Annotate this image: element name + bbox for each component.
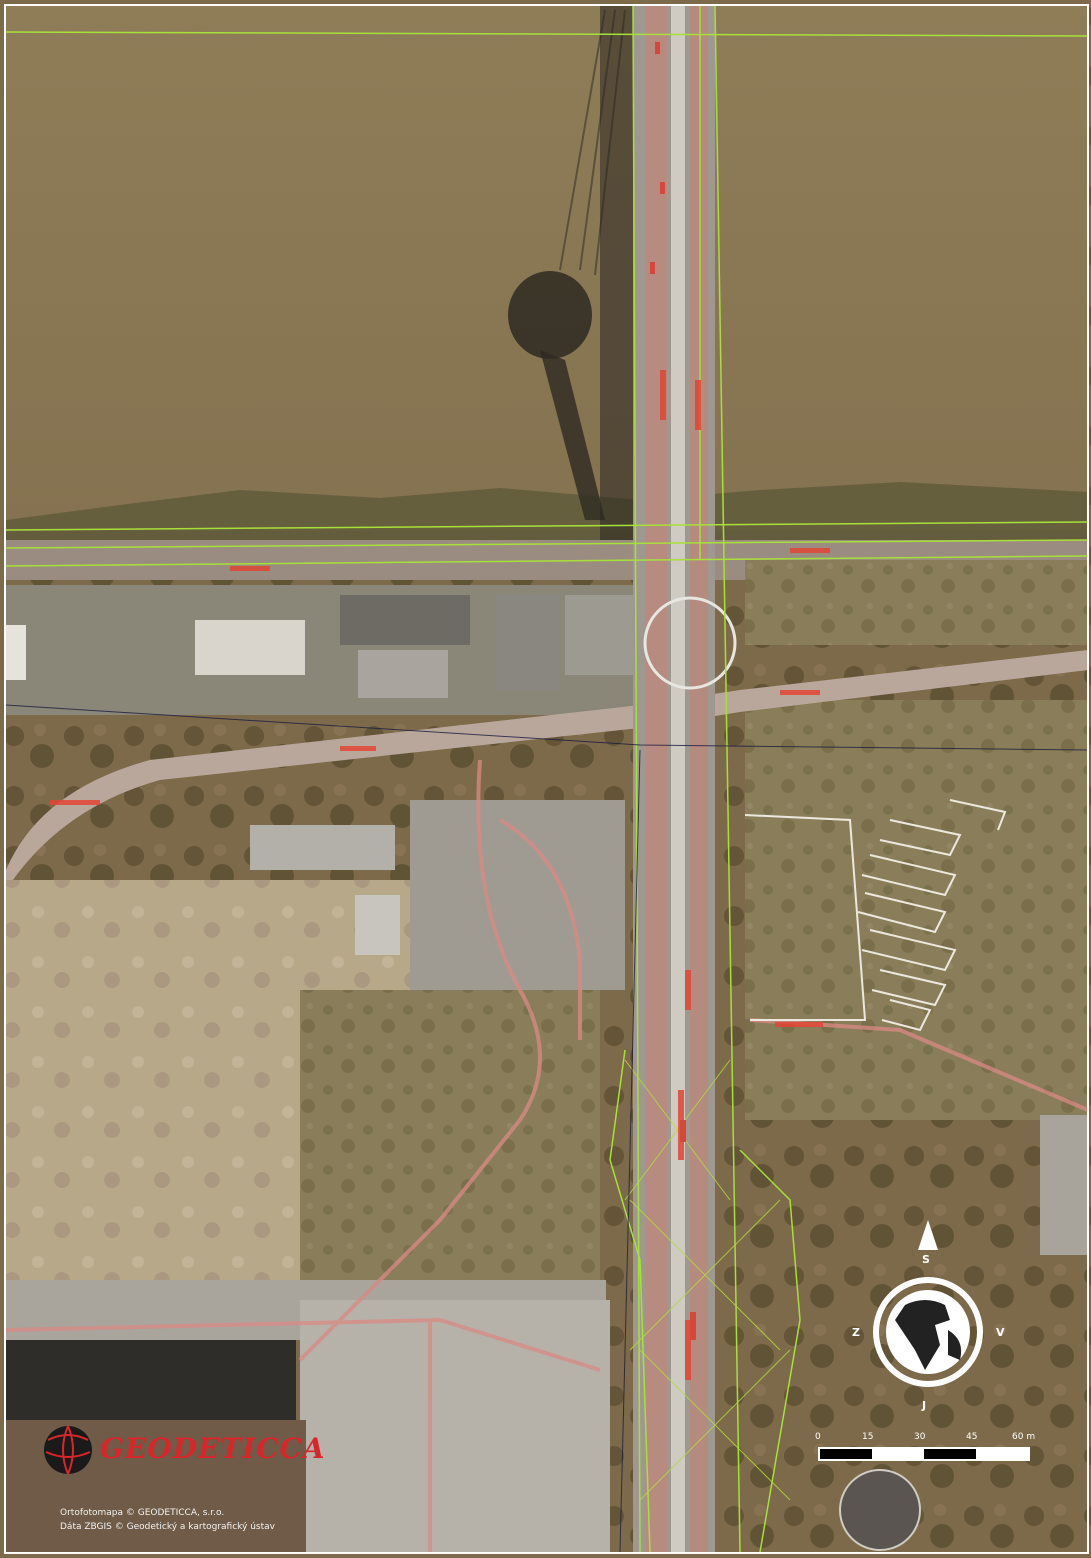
network-lines xyxy=(5,704,1089,1553)
roundabout xyxy=(643,596,737,690)
compass-rose xyxy=(873,1220,983,1387)
bridge-lane xyxy=(645,6,667,1552)
credit-line-1: Ortofotomapa © GEODETICCA, s.r.o. xyxy=(60,1508,225,1518)
main-road xyxy=(6,650,1088,890)
grass-area xyxy=(745,700,1088,1120)
parcel-paths xyxy=(5,759,1089,1552)
parking-lot xyxy=(565,595,635,675)
bridge-median xyxy=(671,6,685,1552)
building xyxy=(1040,1115,1088,1255)
lower-parking xyxy=(300,1300,610,1552)
scale-tick-30: 30 xyxy=(914,1432,926,1442)
scale-tick-60: 60 m xyxy=(1012,1432,1036,1442)
credit-line-2: Dáta ZBGIS © Geodetický a kartografický … xyxy=(60,1522,275,1532)
compass-east-label: V xyxy=(996,1326,1005,1339)
vehicles xyxy=(650,42,696,1340)
logo-globe-icon xyxy=(44,1425,92,1475)
building xyxy=(6,625,26,680)
building xyxy=(495,595,560,690)
riverbank-trees xyxy=(6,482,1088,540)
park-area xyxy=(300,990,600,1290)
compass-north-label: S xyxy=(922,1253,930,1266)
map-frame xyxy=(4,4,1089,1554)
north-arrow-icon xyxy=(918,1220,938,1250)
compass-west-label: Z xyxy=(852,1326,860,1339)
river xyxy=(6,6,1088,531)
round-structure xyxy=(839,1469,921,1551)
grass-area xyxy=(745,560,1088,645)
compass-south-label: J xyxy=(922,1399,927,1412)
building xyxy=(340,595,470,645)
cadastral-crosshatch xyxy=(624,1059,791,1501)
logo-text: GEODETICCA xyxy=(100,1432,326,1465)
scale-bar xyxy=(818,1447,1030,1461)
building xyxy=(250,825,395,870)
scale-tick-45: 45 xyxy=(966,1432,978,1442)
globe-icon xyxy=(873,1277,983,1387)
pylon-shadow-disc xyxy=(508,271,592,359)
parking-stalls xyxy=(744,799,1007,1032)
building xyxy=(355,895,400,955)
pylon-shadow xyxy=(540,350,605,520)
scale-tick-0: 0 xyxy=(815,1432,821,1442)
building xyxy=(6,1340,296,1420)
scale-tick-15: 15 xyxy=(862,1432,874,1442)
central-parking xyxy=(410,800,625,990)
building xyxy=(195,620,305,675)
cadastral-lines xyxy=(5,5,1089,1553)
building xyxy=(358,650,448,698)
